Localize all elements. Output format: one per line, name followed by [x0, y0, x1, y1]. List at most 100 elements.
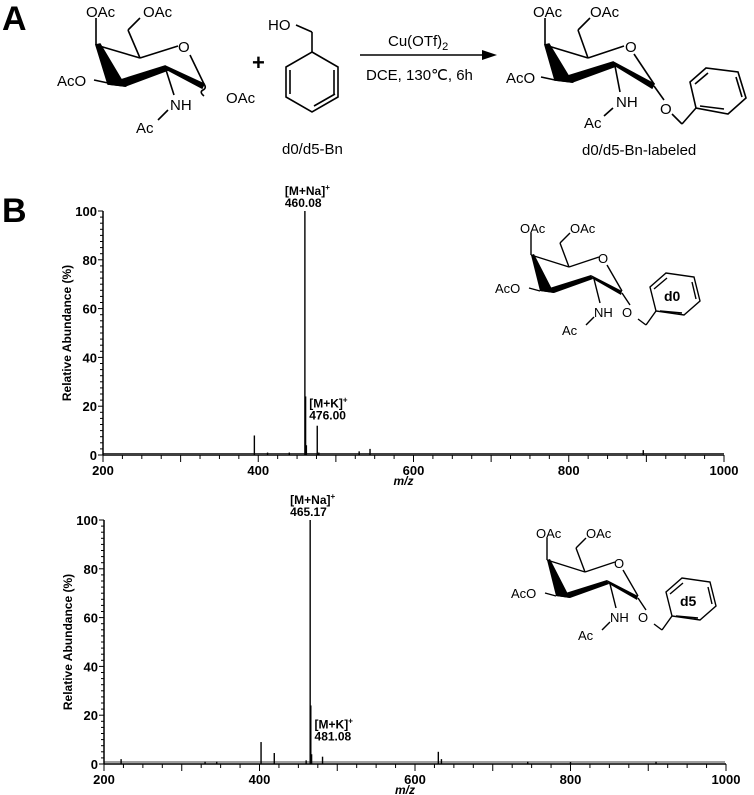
inset-atom-label: NH	[594, 305, 613, 320]
y-tick-label: 60	[84, 611, 98, 626]
inset-atom-label: O	[598, 251, 608, 266]
inset-atom-label: AcO	[495, 281, 520, 296]
product-ac: Ac	[584, 115, 602, 132]
bond	[575, 537, 587, 549]
reaction-arrow-head	[482, 50, 497, 60]
bond	[653, 623, 663, 631]
x-tick-label: 400	[249, 772, 271, 787]
baseline-noise	[102, 453, 724, 454]
product-ring-o: O	[625, 39, 637, 56]
bond	[568, 256, 600, 268]
reactant-ac: Ac	[136, 120, 154, 137]
bond	[637, 318, 647, 326]
condition-catalyst: Cu(OTf)2	[388, 33, 448, 53]
y-tick-label: 20	[84, 708, 98, 723]
inset-atom-label: O	[622, 305, 632, 320]
bond	[661, 615, 673, 631]
product-structure	[540, 17, 747, 125]
inset-atom-label: NH	[610, 610, 629, 625]
reactant-structure	[93, 17, 207, 121]
y-tick-label: 80	[84, 562, 98, 577]
condition-solvent: DCE, 130℃, 6h	[366, 67, 473, 84]
inset-atom-label: Ac	[562, 323, 578, 338]
double-bond	[691, 281, 697, 300]
peak-annotation-ion: [M+K]+	[315, 717, 354, 732]
benzene-ring	[649, 272, 701, 316]
y-tick-label: 100	[75, 204, 97, 219]
wedge-bond	[531, 254, 554, 293]
y-tick-label: 60	[83, 302, 97, 317]
y-tick-label: 80	[83, 253, 97, 268]
reactant-oac-4: OAc	[86, 4, 116, 21]
bond	[593, 278, 601, 304]
double-bond	[659, 310, 683, 314]
double-bond	[675, 615, 699, 619]
peak-annotation-ion: [M+Na]+	[290, 492, 335, 507]
x-tick-label: 1000	[710, 463, 739, 478]
bond	[530, 254, 570, 268]
peak-annotation-ion: [M+Na]+	[285, 183, 330, 198]
peak-annotation-mz: 476.00	[309, 409, 346, 423]
reactant-aco-3: AcO	[57, 73, 86, 90]
y-tick-label: 40	[84, 659, 98, 674]
bond	[559, 232, 571, 244]
peak-annotation-mz: 460.08	[285, 196, 322, 210]
bond	[584, 561, 616, 573]
x-tick-label: 200	[92, 463, 114, 478]
double-bond	[669, 582, 684, 595]
reagent-name: d0/d5-Bn	[282, 141, 343, 158]
x-tick-label: 800	[558, 463, 580, 478]
bond	[621, 292, 631, 306]
inset-atom-label: O	[638, 610, 648, 625]
product-glycosidic-o: O	[660, 101, 672, 118]
reactant-oac-1: OAc	[226, 90, 256, 107]
double-bond	[653, 277, 668, 290]
y-tick-label: 0	[91, 757, 98, 772]
wedge-bond	[591, 275, 622, 295]
bond	[609, 583, 617, 609]
wedge-bond	[607, 580, 638, 600]
product-oac-4: OAc	[533, 4, 563, 21]
inset-atom-label: OAc	[586, 526, 612, 541]
y-tick-label: 0	[90, 448, 97, 463]
benzyl-ho: HO	[268, 17, 291, 34]
y-tick-label: 40	[83, 350, 97, 365]
bond	[601, 621, 611, 631]
plus-sign: +	[252, 50, 265, 75]
product-aco-3: AcO	[506, 70, 535, 87]
x-tick-label: 200	[93, 772, 115, 787]
inset-atom-label: OAc	[520, 221, 546, 236]
wedge-bond	[556, 580, 609, 598]
inset-atom-label: OAc	[536, 526, 562, 541]
peak-annotation-ion: [M+K]+	[309, 396, 348, 411]
inset-atom-label: AcO	[511, 586, 536, 601]
wedge-bond	[547, 559, 570, 598]
bond	[606, 264, 623, 292]
reactant-nh: NH	[170, 97, 192, 114]
inset-atom-label: O	[614, 556, 624, 571]
bond	[622, 569, 639, 597]
peak-annotation-mz: 465.17	[290, 505, 327, 519]
bond	[585, 316, 595, 326]
x-tick-label: 800	[560, 772, 582, 787]
double-bond	[707, 586, 713, 605]
bond	[528, 287, 541, 292]
benzene-ring	[665, 577, 717, 621]
panel-a-label: A	[2, 0, 27, 38]
x-tick-label: 1000	[712, 772, 741, 787]
wedge-bond	[540, 275, 593, 293]
isotope-tag: d0	[664, 288, 681, 304]
peak-annotation-mz: 481.08	[315, 730, 352, 744]
x-tick-label: 600	[404, 772, 426, 787]
product-name: d0/d5-Bn-labeled	[582, 142, 696, 159]
isotope-tag: d5	[680, 593, 697, 609]
panel-b-label: B	[2, 192, 27, 230]
bond	[544, 592, 557, 597]
bond	[645, 310, 657, 326]
x-axis-label: m/z	[395, 783, 415, 795]
x-tick-label: 400	[247, 463, 269, 478]
